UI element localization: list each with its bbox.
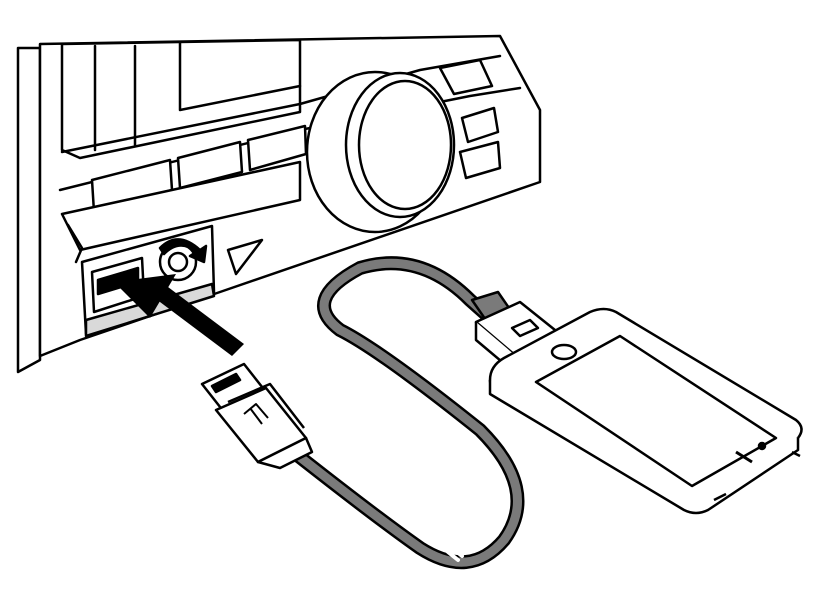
aux-jack-inner [167,251,189,273]
usb-plug-hole [210,372,242,394]
volume-knob-ring [357,79,453,211]
insert-arrow-icon [114,274,244,356]
headphone-jack [791,450,801,458]
usb-connector [200,362,314,470]
ledge-edge [66,223,84,264]
dock-port [713,492,727,502]
phone-screen [534,334,778,488]
camera-dot [757,441,767,451]
display-inner [178,40,302,112]
dock-button [510,318,540,338]
side-button-1 [460,106,500,144]
cable [289,256,525,570]
preset-button-2 [176,140,244,190]
usb-body-edge [227,382,305,429]
triangle-mark [226,238,264,276]
chassis-edge [16,46,42,374]
smartphone [488,307,803,515]
volume-knob-face [344,71,456,219]
side-button-2 [458,140,502,180]
usb-strain-relief [256,436,314,470]
speaker-grille [735,450,753,464]
preset-button-4 [438,58,494,96]
lower-ledge [60,160,302,252]
home-button [550,343,578,361]
rotate-arrow-icon [158,238,208,264]
panel-lines [93,44,137,152]
usb-symbol-icon [243,403,269,425]
